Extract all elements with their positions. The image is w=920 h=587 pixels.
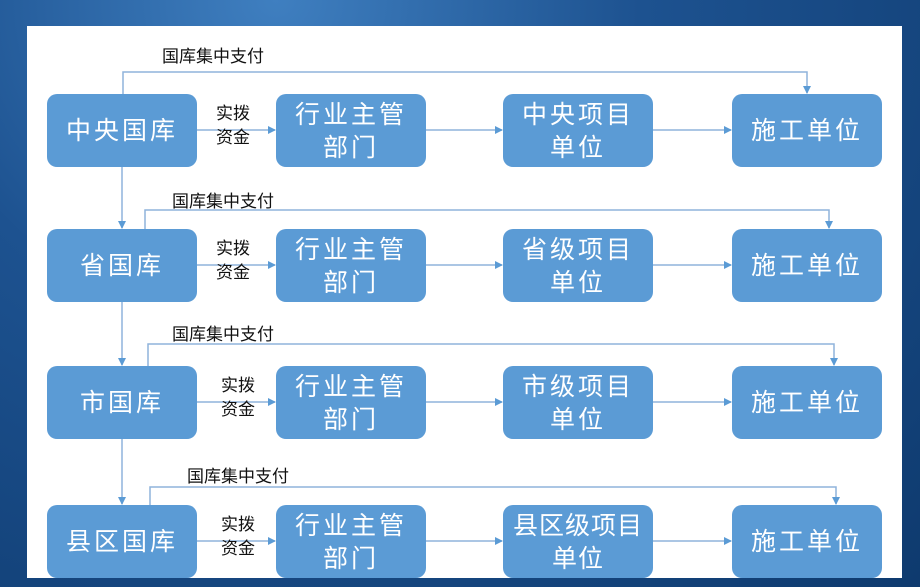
fund-label-1: 实拨 xyxy=(216,239,250,259)
department-label-1: 行业主管 xyxy=(294,234,407,264)
department-label-1: 行业主管 xyxy=(294,510,407,540)
fund-label-1: 实拨 xyxy=(221,515,255,535)
fund-allocation-label: 实拨资金 xyxy=(218,513,258,561)
contractor-label: 施工单位 xyxy=(750,527,863,556)
contractor-box: 施工单位 xyxy=(732,94,882,167)
treasury-label: 市国库 xyxy=(79,388,164,417)
treasury-box: 市国库 xyxy=(47,366,197,439)
project-unit-box: 市级项目单位 xyxy=(503,366,653,439)
arrow-central-payment xyxy=(122,71,811,94)
fund-label-2: 资金 xyxy=(221,400,255,420)
contractor-label: 施工单位 xyxy=(750,388,863,417)
project-label-2: 单位 xyxy=(549,267,606,297)
department-label-2: 部门 xyxy=(322,132,379,162)
department-label-2: 部门 xyxy=(322,267,379,297)
arrow-central-payment xyxy=(144,209,833,229)
fund-label-2: 资金 xyxy=(216,128,250,148)
project-label-1: 县区级项目 xyxy=(512,510,643,540)
fund-label-1: 实拨 xyxy=(221,376,255,396)
project-label-2: 单位 xyxy=(549,132,606,162)
contractor-box: 施工单位 xyxy=(732,229,882,302)
central-payment-label: 国库集中支付 xyxy=(172,192,274,212)
department-label-2: 部门 xyxy=(322,543,379,573)
treasury-box: 省国库 xyxy=(47,229,197,302)
arrow-central-payment xyxy=(149,486,840,505)
department-label-2: 部门 xyxy=(322,404,379,434)
treasury-box: 县区国库 xyxy=(47,505,197,578)
contractor-label: 施工单位 xyxy=(750,116,863,145)
contractor-box: 施工单位 xyxy=(732,505,882,578)
central-payment-label: 国库集中支付 xyxy=(162,47,264,67)
project-unit-box: 省级项目单位 xyxy=(503,229,653,302)
project-label-1: 省级项目 xyxy=(521,234,634,264)
contractor-box: 施工单位 xyxy=(732,366,882,439)
treasury-label: 中央国库 xyxy=(65,116,178,145)
project-unit-box: 中央项目单位 xyxy=(503,94,653,167)
fund-allocation-label: 实拨资金 xyxy=(213,102,253,150)
project-label-1: 中央项目 xyxy=(521,99,634,129)
fund-allocation-label: 实拨资金 xyxy=(218,374,258,422)
central-payment-label: 国库集中支付 xyxy=(172,325,274,345)
treasury-label: 省国库 xyxy=(79,251,164,280)
department-box: 行业主管部门 xyxy=(276,94,426,167)
fund-label-2: 资金 xyxy=(221,539,255,559)
project-unit-box: 县区级项目单位 xyxy=(503,505,653,578)
department-label-1: 行业主管 xyxy=(294,99,407,129)
project-label-2: 单位 xyxy=(549,404,606,434)
treasury-label: 县区国库 xyxy=(65,527,178,556)
department-box: 行业主管部门 xyxy=(276,505,426,578)
fund-allocation-label: 实拨资金 xyxy=(213,237,253,285)
central-payment-label: 国库集中支付 xyxy=(187,467,289,487)
treasury-box: 中央国库 xyxy=(47,94,197,167)
contractor-label: 施工单位 xyxy=(750,251,863,280)
project-label-1: 市级项目 xyxy=(521,371,634,401)
arrow-central-payment xyxy=(147,343,838,366)
fund-label-2: 资金 xyxy=(216,263,250,283)
department-box: 行业主管部门 xyxy=(276,366,426,439)
department-box: 行业主管部门 xyxy=(276,229,426,302)
project-label-2: 单位 xyxy=(551,543,604,573)
department-label-1: 行业主管 xyxy=(294,371,407,401)
fund-label-1: 实拨 xyxy=(216,104,250,124)
